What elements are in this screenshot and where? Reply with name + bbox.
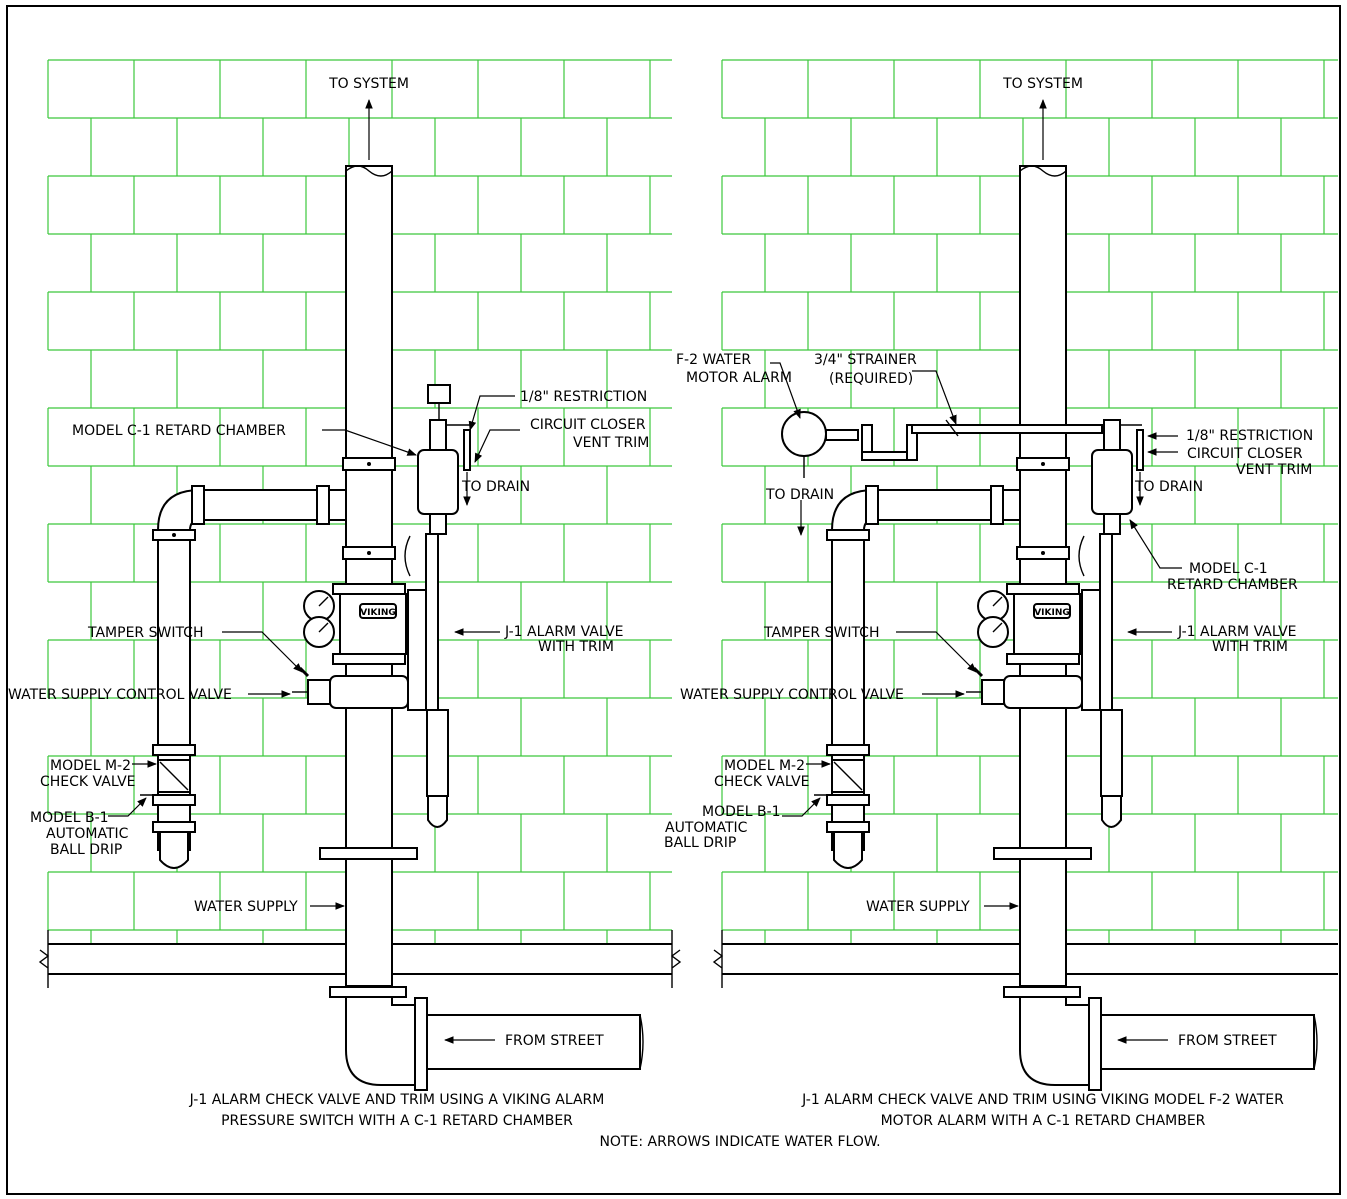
sheet-border xyxy=(6,5,1341,1195)
right-motor-alarm-line xyxy=(781,411,1103,478)
left-restriction-label: 1/8" RESTRICTION xyxy=(520,389,647,405)
right-bypass-loop xyxy=(814,485,1021,869)
left-caption-line-2: PRESSURE SWITCH WITH A C-1 RETARD CHAMBE… xyxy=(221,1113,573,1129)
right-control-valve-label: WATER SUPPLY CONTROL VALVE xyxy=(680,687,904,703)
right-to-drain-alarm-label: TO DRAIN xyxy=(765,487,834,503)
right-motor-alarm-label-2: MOTOR ALARM xyxy=(686,370,792,386)
flow-note: NOTE: ARROWS INDICATE WATER FLOW. xyxy=(599,1134,880,1150)
left-to-system-label: TO SYSTEM xyxy=(328,76,409,92)
right-from-street-label: FROM STREET xyxy=(1178,1033,1277,1049)
left-riser-clamps xyxy=(342,457,396,560)
left-leaders xyxy=(108,395,520,910)
left-with-trim-label: WITH TRIM xyxy=(538,639,614,655)
left-water-supply-label: WATER SUPPLY xyxy=(194,899,298,915)
left-ball-drip-label-3: BALL DRIP xyxy=(50,842,122,858)
left-ball-drip-label: MODEL B-1 xyxy=(30,810,109,826)
left-vent-trim-label: VENT TRIM xyxy=(573,435,649,451)
right-water-supply-label: WATER SUPPLY xyxy=(866,899,970,915)
right-ball-drip-label-2: AUTOMATIC xyxy=(665,820,748,836)
left-main-riser xyxy=(319,165,644,1091)
left-valve-brand: VIKING xyxy=(360,608,396,618)
right-motor-alarm-label: F-2 WATER xyxy=(676,352,751,368)
right-to-system-label: TO SYSTEM xyxy=(1002,76,1083,92)
right-tamper-switch-label: TAMPER SWITCH xyxy=(763,625,879,641)
right-valve-brand: VIKING xyxy=(1034,608,1070,618)
left-ball-drip-label-2: AUTOMATIC xyxy=(46,826,129,842)
right-panel: VIKING xyxy=(664,59,1338,1129)
right-strainer-label: 3/4" STRAINER xyxy=(814,352,917,368)
left-control-valve-label: WATER SUPPLY CONTROL VALVE xyxy=(8,687,232,703)
right-check-valve-label: MODEL M-2 xyxy=(724,758,805,774)
right-caption-line-1: J-1 ALARM CHECK VALVE AND TRIM USING VIK… xyxy=(801,1092,1284,1108)
right-circuit-closer-label: CIRCUIT CLOSER xyxy=(1187,446,1303,462)
right-retard-chamber-label-2: RETARD CHAMBER xyxy=(1167,577,1298,593)
left-check-valve-label-2: CHECK VALVE xyxy=(40,774,136,790)
left-tamper-switch-label: TAMPER SWITCH xyxy=(87,625,203,641)
left-retard-chamber-label: MODEL C-1 RETARD CHAMBER xyxy=(72,423,286,439)
right-check-valve-label-2: CHECK VALVE xyxy=(714,774,810,790)
right-alarm-valve-label: J-1 ALARM VALVE xyxy=(1177,624,1297,640)
right-ball-drip-label: MODEL B-1 xyxy=(702,804,781,820)
left-caption-line-1: J-1 ALARM CHECK VALVE AND TRIM USING A V… xyxy=(189,1092,605,1108)
left-check-valve-label: MODEL M-2 xyxy=(50,758,131,774)
right-retard-chamber-label: MODEL C-1 xyxy=(1189,561,1268,577)
left-alarm-valve: VIKING xyxy=(292,533,449,828)
left-panel: VIKING xyxy=(8,59,682,1129)
right-riser-clamps xyxy=(1016,457,1070,560)
right-caption-line-2: MOTOR ALARM WITH A C-1 RETARD CHAMBER xyxy=(881,1113,1206,1129)
right-restriction-label: 1/8" RESTRICTION xyxy=(1186,428,1313,444)
right-main-riser xyxy=(993,165,1318,1091)
left-to-drain-label: TO DRAIN xyxy=(461,479,530,495)
left-from-street-label: FROM STREET xyxy=(505,1033,604,1049)
right-to-drain-trim-label: TO DRAIN xyxy=(1134,479,1203,495)
right-retard-chamber xyxy=(1091,419,1144,535)
right-vent-trim-label: VENT TRIM xyxy=(1236,462,1312,478)
right-leaders xyxy=(770,362,1182,910)
right-with-trim-label: WITH TRIM xyxy=(1212,639,1288,655)
left-circuit-closer-label: CIRCUIT CLOSER xyxy=(530,417,646,433)
left-alarm-valve-label: J-1 ALARM VALVE xyxy=(504,624,624,640)
right-ball-drip-label-3: BALL DRIP xyxy=(664,835,736,851)
left-retard-chamber xyxy=(417,384,471,535)
left-bypass-loop xyxy=(140,485,347,869)
right-strainer-required-label: (REQUIRED) xyxy=(829,371,913,387)
